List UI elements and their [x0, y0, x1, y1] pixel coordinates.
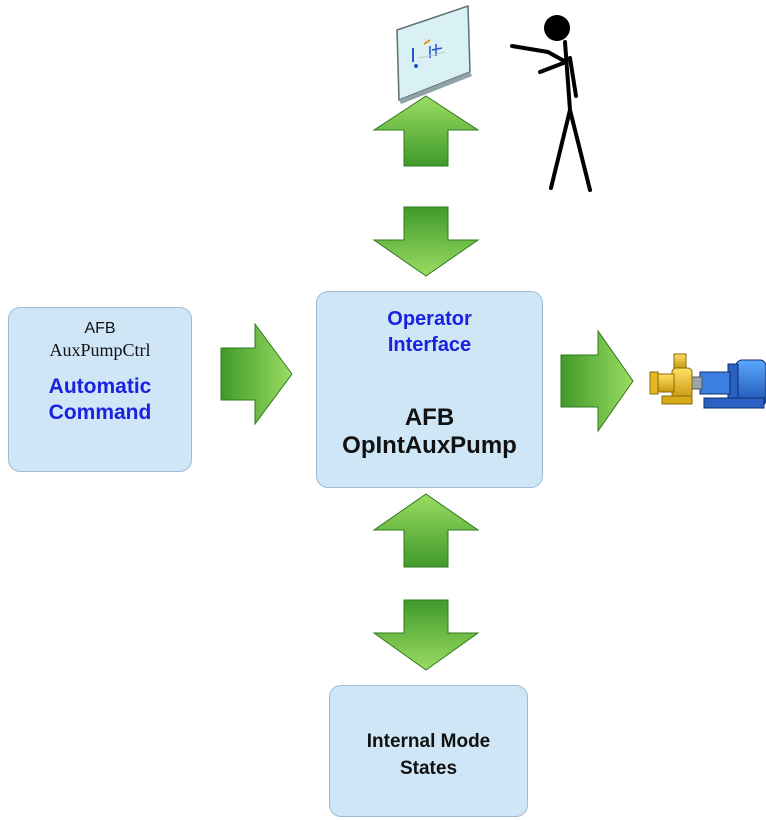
- op-afb-label: AFB: [404, 404, 455, 431]
- operator-label: Operator: [387, 308, 472, 330]
- arrow-down-to-internal: [372, 599, 480, 671]
- internal-mode-label: Internal Mode: [366, 731, 491, 752]
- command-label: Command: [48, 401, 152, 424]
- auxpumpctrl-block: AFB AuxPumpCtrl Automatic Command: [8, 307, 192, 472]
- states-label: States: [399, 758, 458, 779]
- arrow-up-to-operator: [372, 95, 480, 167]
- arrow-right-auto-command: [220, 322, 293, 426]
- auto-name-label: AuxPumpCtrl: [49, 340, 151, 360]
- automatic-label: Automatic: [48, 375, 152, 398]
- op-name-label: OpIntAuxPump: [342, 432, 517, 459]
- internal-mode-states-block: Internal Mode States: [329, 685, 528, 817]
- display-screen-icon: [396, 4, 472, 104]
- arrow-down-from-operator: [372, 206, 480, 277]
- pump-icon: [649, 353, 766, 409]
- arrow-right-to-pump: [560, 329, 634, 433]
- operator-interface-block: Operator Interface AFB OpIntAuxPump: [316, 291, 543, 488]
- operator-stick-figure-icon: [510, 15, 592, 192]
- auto-afb-label: AFB: [84, 320, 116, 337]
- interface-label: Interface: [387, 334, 472, 356]
- arrow-up-from-internal: [372, 493, 480, 568]
